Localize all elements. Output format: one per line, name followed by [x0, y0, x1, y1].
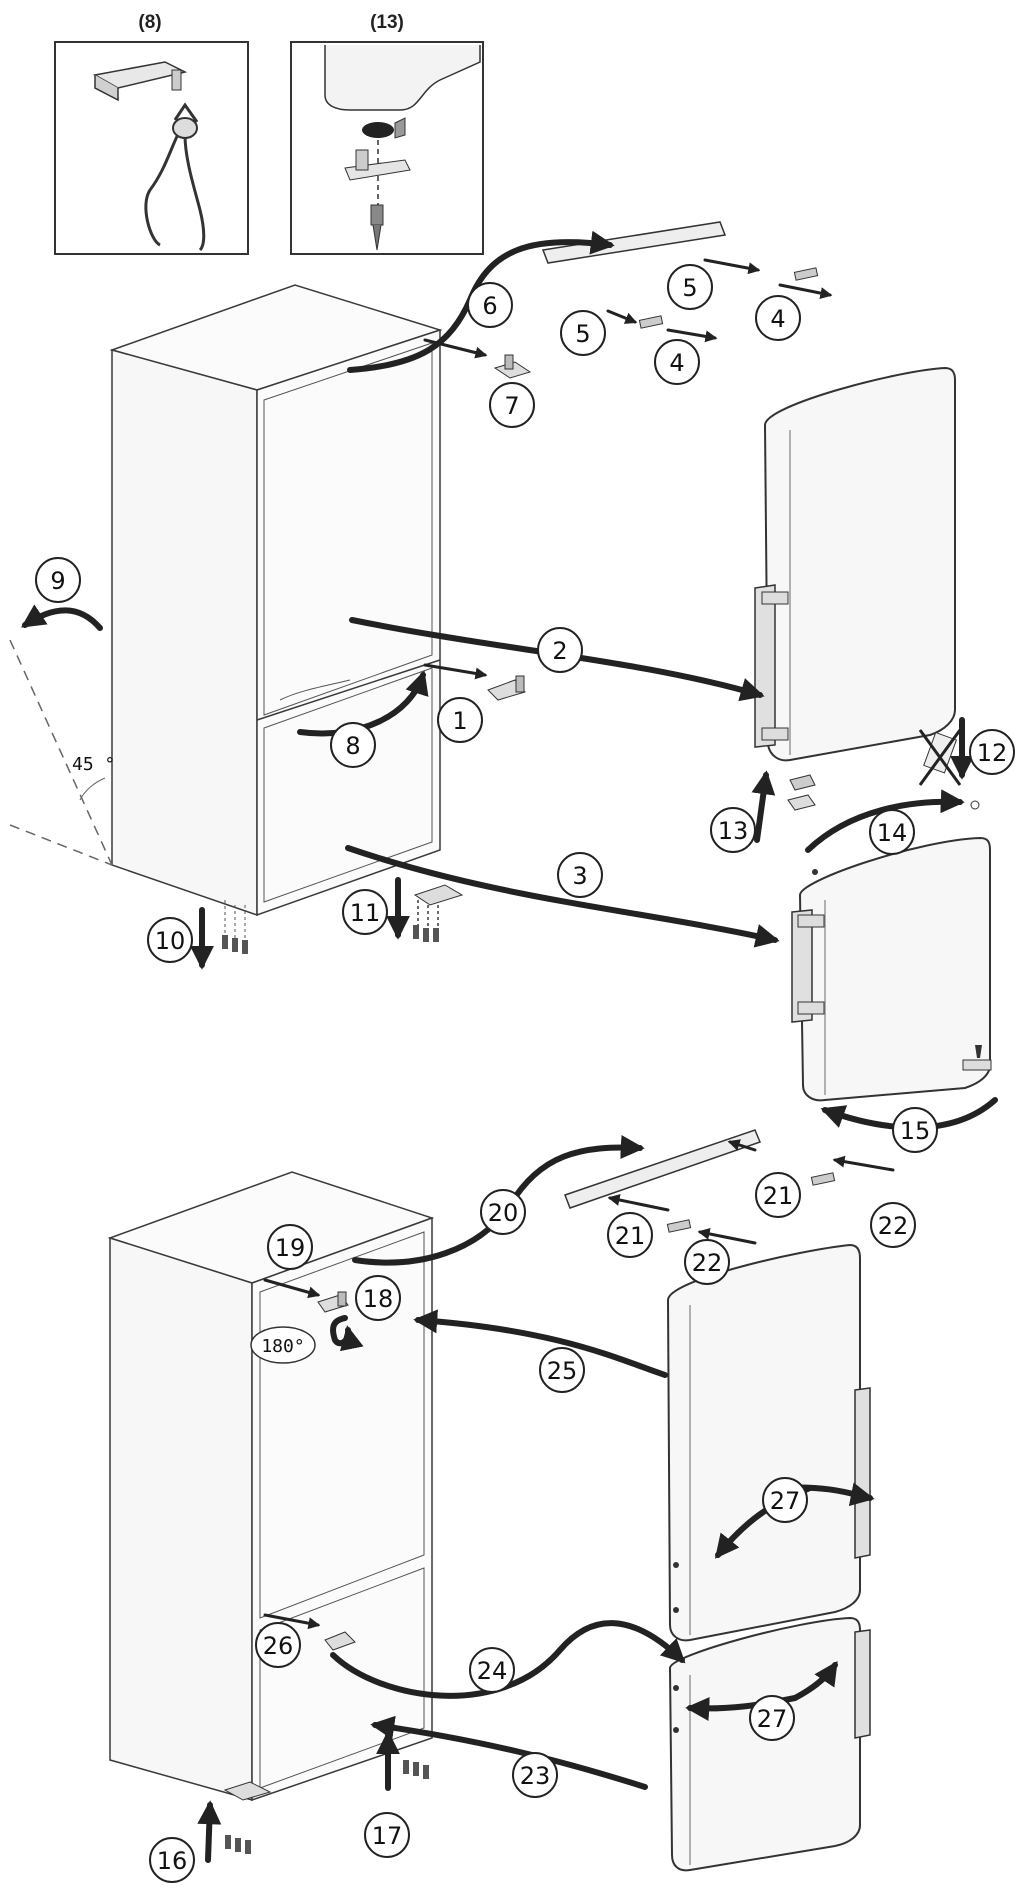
svg-text:17: 17: [372, 1822, 403, 1850]
callout-12: 12: [969, 729, 1015, 775]
svg-text:19: 19: [275, 1234, 306, 1262]
fridge-cabinet-top: [109, 284, 443, 917]
callout-27b: 27: [749, 1695, 795, 1741]
hinge-pin-icon: [92, 61, 188, 102]
svg-text:4: 4: [669, 349, 684, 377]
callout-14: 14: [869, 809, 915, 855]
svg-text:6: 6: [482, 292, 497, 320]
hinge-bracket-icon: [344, 149, 411, 181]
inset-13: (13): [290, 12, 484, 255]
inset-8-title: (8): [138, 12, 161, 33]
callout-3: 3: [557, 852, 603, 898]
callout-22b: 22: [684, 1239, 730, 1285]
callout-13: 13: [710, 807, 756, 853]
svg-text:27: 27: [770, 1487, 801, 1515]
svg-text:22: 22: [692, 1249, 723, 1277]
callout-26: 26: [255, 1622, 301, 1668]
svg-text:16: 16: [157, 1847, 188, 1875]
svg-text:11: 11: [350, 899, 381, 927]
svg-text:3: 3: [572, 862, 587, 890]
inset-13-title: (13): [370, 12, 404, 33]
svg-text:27: 27: [757, 1705, 788, 1733]
lower-door-top: [791, 836, 991, 1102]
pliers-icon: [144, 102, 206, 252]
callout-18: 18: [355, 1275, 401, 1321]
svg-text:4: 4: [770, 305, 785, 333]
callout-22a: 22: [870, 1202, 916, 1248]
callout-10: 10: [147, 917, 193, 963]
callout-8: 8: [330, 722, 376, 768]
callout-15: 15: [892, 1107, 938, 1153]
callout-24: 24: [469, 1647, 515, 1693]
svg-text:14: 14: [877, 819, 908, 847]
fridge-cabinet-bottom: [107, 1171, 435, 1802]
callout-9: 9: [35, 557, 81, 603]
inset-8: (8): [54, 12, 249, 255]
svg-text:22: 22: [878, 1212, 909, 1240]
upper-door-top: [754, 366, 956, 762]
callout-19: 19: [267, 1224, 313, 1270]
svg-text:24: 24: [477, 1657, 508, 1685]
callout-5b: 5: [560, 310, 606, 356]
bottom-hinge-parts: [223, 1129, 836, 1854]
lower-door-bottom: [668, 1616, 871, 1872]
angle-label: 45 °: [72, 754, 115, 775]
svg-text:9: 9: [50, 567, 65, 595]
callout-7: 7: [489, 382, 535, 428]
svg-text:20: 20: [488, 1199, 519, 1227]
svg-text:7: 7: [504, 392, 519, 420]
callout-11: 11: [342, 889, 388, 935]
svg-text:2: 2: [552, 637, 567, 665]
svg-text:21: 21: [763, 1182, 794, 1210]
tilt-angle: 45 °: [9, 639, 115, 866]
callout-4b: 4: [654, 339, 700, 385]
middle-hinge: [487, 675, 526, 701]
upper-door-bottom: [666, 1243, 871, 1642]
svg-text:8: 8: [345, 732, 360, 760]
rotation-label: 180°: [261, 1336, 304, 1357]
callout-4a: 4: [755, 295, 801, 341]
door-handle: [754, 584, 776, 748]
callout-21b: 21: [607, 1212, 653, 1258]
svg-text:5: 5: [575, 320, 590, 348]
screw-icon: [370, 204, 384, 251]
svg-text:23: 23: [520, 1762, 551, 1790]
svg-text:26: 26: [263, 1632, 294, 1660]
svg-text:25: 25: [547, 1357, 578, 1385]
svg-text:10: 10: [155, 927, 186, 955]
svg-text:18: 18: [363, 1285, 394, 1313]
svg-text:13: 13: [718, 817, 749, 845]
callout-1: 1: [437, 697, 483, 743]
bottom-hinge-top: [413, 884, 464, 942]
callout-5a: 5: [667, 264, 713, 310]
svg-text:12: 12: [977, 739, 1008, 767]
top-hinge-parts: [493, 221, 819, 379]
callout-17: 17: [364, 1812, 410, 1858]
callout-16: 16: [149, 1837, 195, 1883]
svg-text:15: 15: [900, 1117, 931, 1145]
door-stop-icon: [362, 117, 406, 139]
callout-6: 6: [467, 282, 513, 328]
callout-27a: 27: [762, 1477, 808, 1523]
callout-23: 23: [512, 1752, 558, 1798]
feet-screws-top: [222, 900, 248, 954]
callout-20: 20: [480, 1189, 526, 1235]
callout-2: 2: [537, 627, 583, 673]
rotation-180: 180°: [250, 1326, 316, 1364]
svg-text:5: 5: [682, 274, 697, 302]
svg-text:21: 21: [615, 1222, 646, 1250]
callout-25: 25: [539, 1347, 585, 1393]
callout-21a: 21: [755, 1172, 801, 1218]
svg-text:1: 1: [452, 707, 467, 735]
